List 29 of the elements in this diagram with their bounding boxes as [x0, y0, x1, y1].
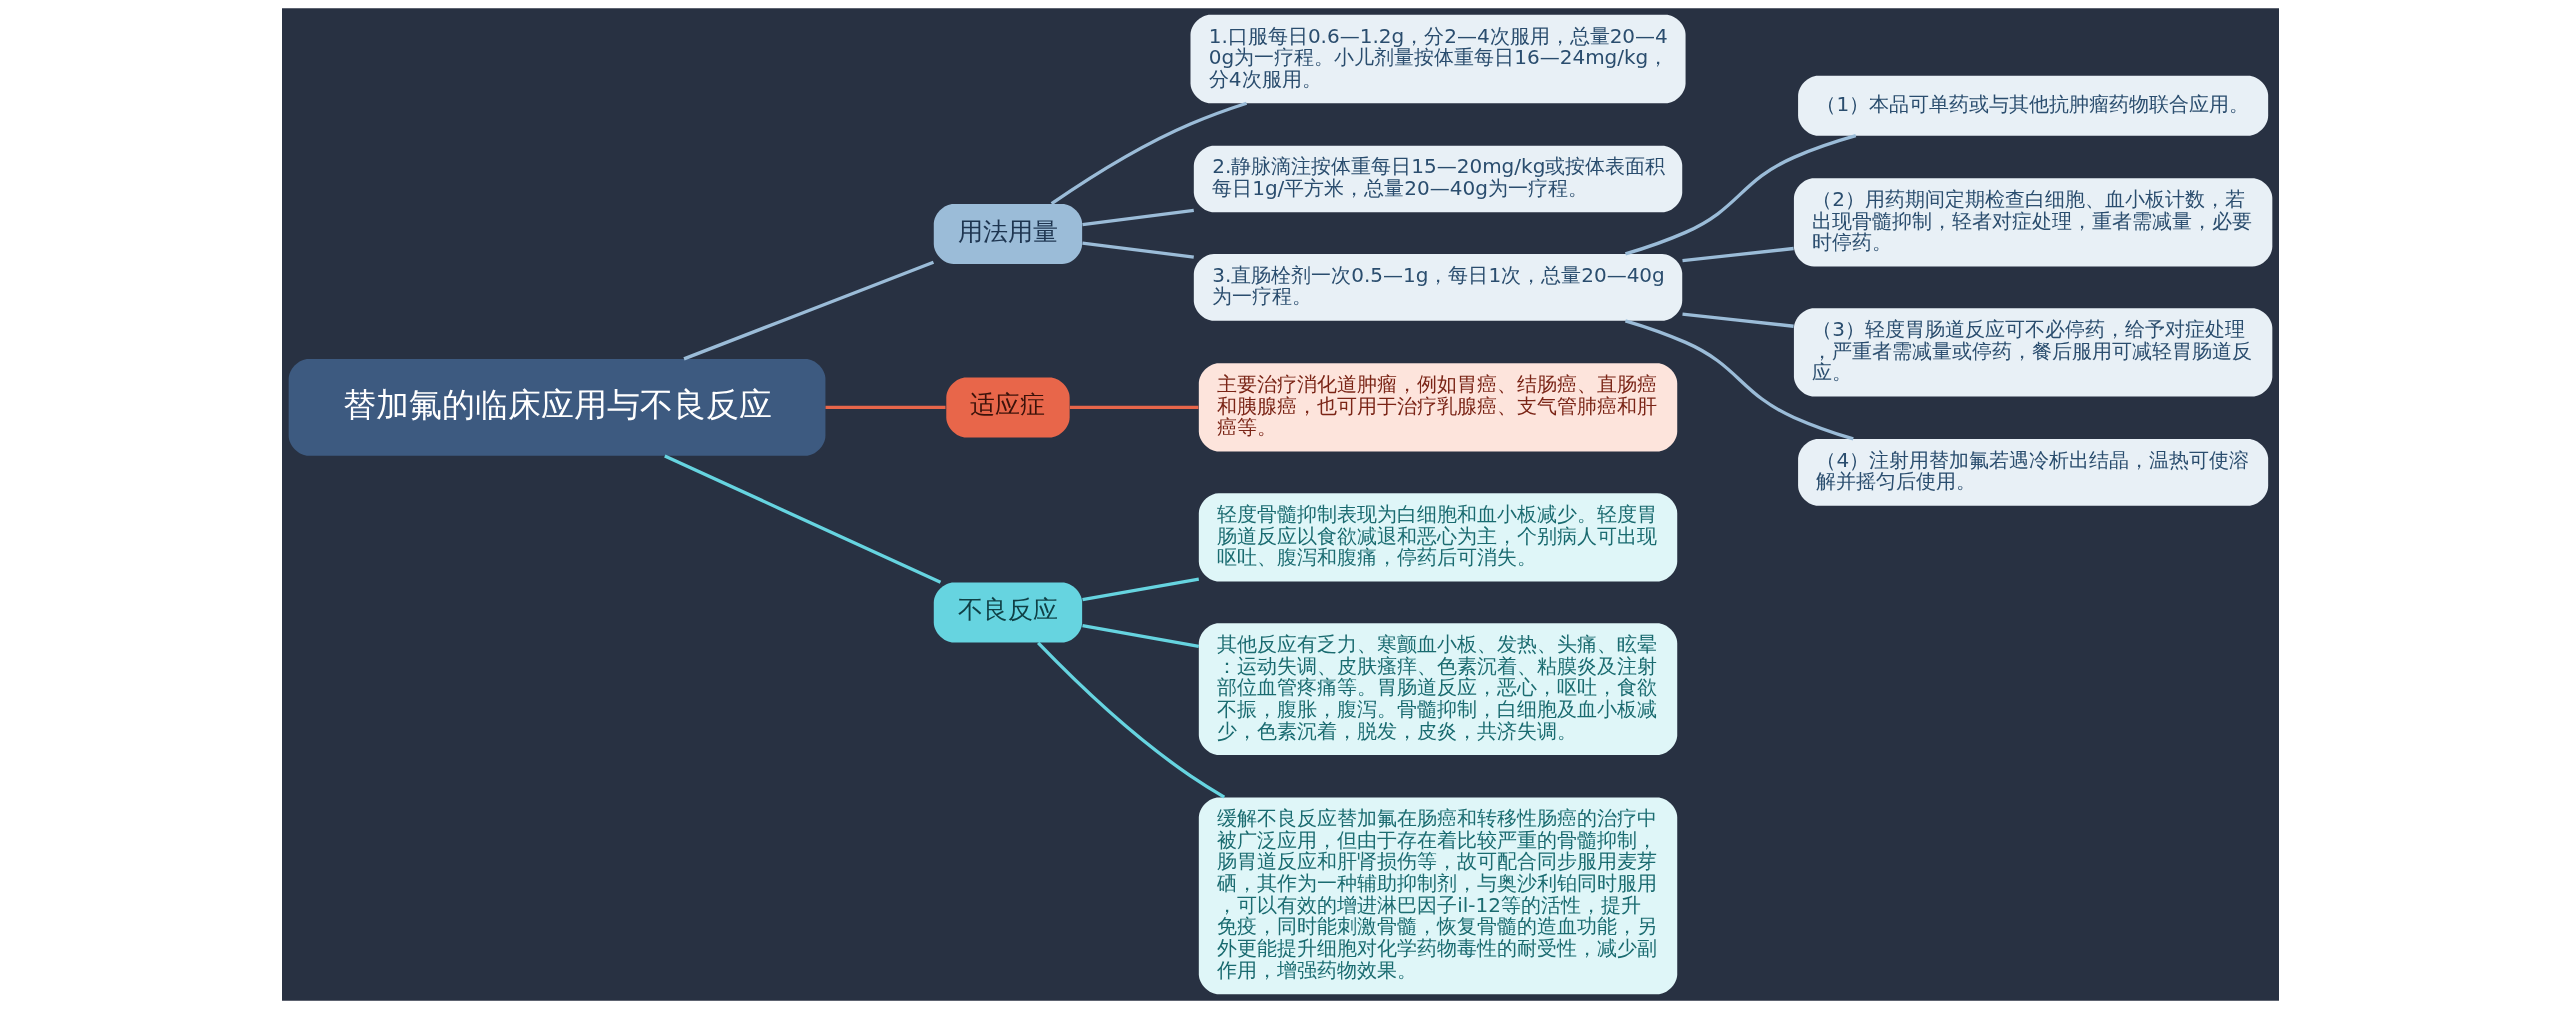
connector	[1081, 623, 1199, 649]
node-box: （2）用药期间定期检查白细胞、血小板计数，若出现骨髓抑制，轻者对症处理，重者需减量，必要时停药。	[1793, 178, 2272, 267]
node-box: 2.静脉滴注按体重每日15—20mg/kg或按体表面积每日1g/平方米，总量20—40g为一疗程。	[1193, 145, 1682, 213]
connector	[1036, 641, 1225, 799]
node-box: 适应症	[945, 377, 1070, 438]
connector	[1681, 312, 1794, 328]
node-box: 替加氟的临床应用与不良反应	[288, 359, 825, 456]
connector	[1624, 134, 1856, 256]
node-box: 其他反应有乏力、寒颤血小板、发热、头痛、眩晕：运动失调、皮肤瘙痒、色素沉着、粘膜炎及注射部位血管疼痛等。胃肠道反应，恶心，呕吐，食欲不振，腹胀，腹泻。骨髓抑制，白细胞及血小板减少，色素沉着，脱发，皮炎，共济失调。	[1198, 623, 1677, 755]
node-box: 3.直肠栓剂一次0.5—1g，每日1次，总量20—40g为一疗程。	[1193, 254, 1682, 321]
node-box: 不良反应	[933, 582, 1082, 643]
node-box: 缓解不良反应替加氟在肠癌和转移性肠癌的治疗中被广泛应用，但由于存在着比较严重的骨髓抑制，肠胃道反应和肝肾损伤等，故可配合同步服用麦芽硒，其作为一种辅助抑制剂，与奥沙利铂同时服用，可以有效的增进淋巴因子il-12等的活性，提升免疫，同时能刺激骨髓，恢复骨髓的造血功能，另外更能提升细胞对化学药物毒性的耐受性，减少副作用，增强药物效果。	[1198, 797, 1677, 995]
node-box: （3）轻度胃肠道反应可不必停药，给予对症处理，严重者需减量或停药，餐后服用可减轻胃肠道反应。	[1793, 308, 2272, 397]
connector	[682, 260, 934, 361]
connector	[1050, 101, 1247, 206]
connector	[825, 405, 945, 410]
node-box: 轻度骨髓抑制表现为白细胞和血小板减少。轻度胃肠道反应以食欲减退和恶心为主，个别病人可出现呕吐、腹泻和腹痛，停药后可消失。	[1198, 493, 1677, 582]
connector	[1069, 405, 1198, 410]
node-box: 用法用量	[933, 204, 1082, 265]
connector	[1681, 246, 1794, 263]
node-box: （1）本品可单药或与其他抗肿瘤药物联合应用。	[1797, 75, 2268, 136]
connector	[1624, 319, 1854, 441]
connector	[1081, 577, 1199, 602]
node-box: 1.口服每日0.6—1.2g，分2—4次服用，总量20—40g为一疗程。小儿剂量按体重每日16—24mg/kg，分4次服用。	[1190, 14, 1686, 104]
node-box: 主要治疗消化道肿瘤，例如胃癌、结肠癌、直肠癌和胰腺癌，也可用于治疗乳腺癌、支气管肺癌和肝癌等。	[1198, 363, 1677, 452]
connector	[1081, 241, 1194, 259]
node-box: （4）注射用替加氟若遇冷析出结晶，温热可使溶解并摇匀后使用。	[1797, 439, 2268, 506]
connector	[663, 454, 941, 584]
connector	[1081, 208, 1194, 227]
